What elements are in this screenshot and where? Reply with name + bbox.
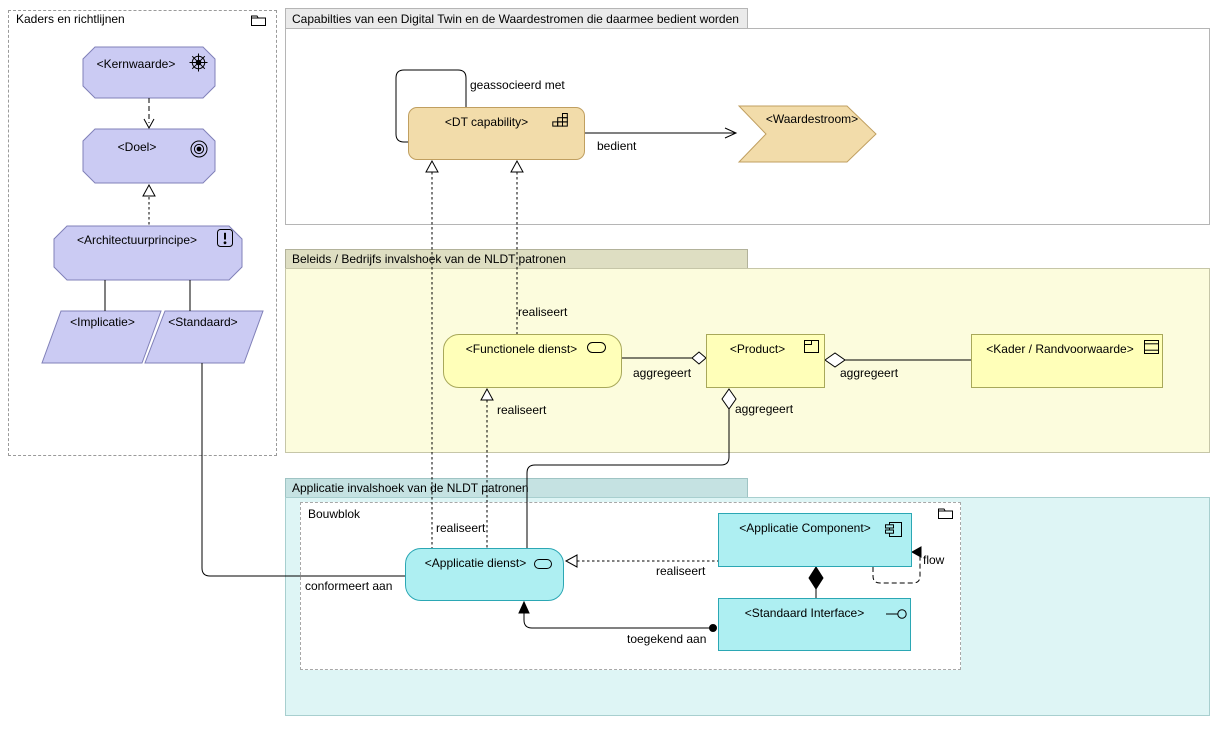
folder-icon bbox=[937, 506, 954, 523]
doel-shape[interactable] bbox=[82, 128, 216, 184]
element-kernwaarde[interactable]: <Kernwaarde> bbox=[96, 57, 176, 71]
service-pill-icon bbox=[587, 342, 606, 356]
element-architectuurprincipe[interactable]: <Architectuurprincipe> bbox=[76, 233, 198, 247]
folder-icon bbox=[250, 13, 267, 30]
relationship-conformeert-aan[interactable] bbox=[201, 363, 405, 577]
dt-capability-label: <DT capability> bbox=[444, 115, 529, 129]
label-realiseert-ad-fd[interactable]: realiseert bbox=[497, 403, 547, 417]
element-kader-randvoorwaarde[interactable]: <Kader / Randvoorwaarde> bbox=[971, 334, 1163, 388]
functionele-dienst-label: <Functionele dienst> bbox=[465, 342, 578, 356]
group-bouwblok-title: Bouwblok bbox=[308, 507, 361, 521]
architectuurprincipe-shape[interactable] bbox=[53, 225, 243, 281]
product-icon bbox=[804, 340, 819, 356]
relationship-toegekend-aan[interactable] bbox=[518, 600, 717, 632]
element-functionele-dienst[interactable]: <Functionele dienst> bbox=[443, 334, 622, 388]
element-applicatie-dienst[interactable]: <Applicatie dienst> bbox=[405, 548, 564, 601]
label-flow[interactable]: flow bbox=[923, 553, 945, 567]
group-capabilities-title: Capabilties van een Digital Twin en de W… bbox=[292, 11, 739, 26]
relationship-realiseert-fd-dt[interactable] bbox=[510, 159, 524, 334]
label-aggregeert-product-ad[interactable]: aggregeert bbox=[735, 402, 794, 416]
element-standaard[interactable]: <Standaard> bbox=[168, 315, 238, 329]
element-applicatie-component[interactable]: <Applicatie Component> bbox=[718, 513, 912, 567]
relationship-influence-kernwaarde-doel[interactable] bbox=[143, 98, 155, 130]
element-doel[interactable]: <Doel> bbox=[117, 140, 157, 154]
goal-bullseye-icon bbox=[189, 139, 209, 162]
label-geassocieerd-met[interactable]: geassocieerd met bbox=[470, 78, 565, 92]
standaard-shape[interactable] bbox=[144, 310, 264, 364]
capability-stairs-icon bbox=[552, 113, 568, 130]
label-aggregeert-fd-product[interactable]: aggregeert bbox=[633, 366, 692, 380]
group-kaders-title: Kaders en richtlijnen bbox=[16, 12, 125, 26]
relationship-aggregeert-product-ad[interactable] bbox=[526, 388, 737, 548]
label-realiseert-ac-ad[interactable]: realiseert bbox=[656, 564, 706, 578]
relationship-aggregeert-fd-product[interactable] bbox=[622, 351, 707, 365]
group-applicatie-title: Applicatie invalshoek van de NLDT patron… bbox=[292, 481, 529, 495]
implicatie-shape[interactable] bbox=[41, 310, 162, 364]
principle-exclamation-icon bbox=[217, 229, 233, 250]
relationship-composition-ac-si[interactable] bbox=[808, 566, 824, 598]
interface-lollipop-icon bbox=[886, 608, 907, 623]
kader-label: <Kader / Randvoorwaarde> bbox=[986, 342, 1134, 356]
component-icon bbox=[885, 522, 902, 540]
service-pill-icon bbox=[534, 558, 552, 572]
relationship-flow-loop[interactable] bbox=[872, 546, 922, 584]
element-product[interactable]: <Product> bbox=[706, 334, 825, 388]
driver-wheel-icon bbox=[188, 52, 209, 76]
applicatie-dienst-label: <Applicatie dienst> bbox=[424, 556, 527, 570]
element-standaard-interface[interactable]: <Standaard Interface> bbox=[718, 598, 911, 651]
relationship-bedient[interactable] bbox=[585, 127, 738, 139]
product-label: <Product> bbox=[729, 342, 786, 356]
element-dt-capability[interactable]: <DT capability> bbox=[408, 107, 585, 160]
label-conformeert-aan[interactable]: conformeert aan bbox=[305, 579, 393, 593]
relationship-realization-principe-doel[interactable] bbox=[142, 183, 156, 226]
standaard-interface-label: <Standaard Interface> bbox=[744, 606, 865, 620]
waardestroom-shape[interactable] bbox=[737, 105, 877, 163]
relationship-aggregeert-kader-product[interactable] bbox=[824, 352, 971, 368]
label-toegekend-aan[interactable]: toegekend aan bbox=[627, 632, 707, 646]
group-capabilities-header[interactable]: Capabilties van een Digital Twin en de W… bbox=[285, 8, 748, 29]
label-realiseert-fd-dt[interactable]: realiseert bbox=[518, 305, 568, 319]
label-aggregeert-kader-product[interactable]: aggregeert bbox=[840, 366, 899, 380]
contract-icon bbox=[1144, 340, 1159, 357]
relationship-geassocieerd-met-loop[interactable] bbox=[395, 69, 467, 143]
label-bedient[interactable]: bedient bbox=[597, 139, 637, 153]
element-implicatie[interactable]: <Implicatie> bbox=[70, 315, 135, 329]
relationship-realiseert-ad-fd[interactable] bbox=[480, 387, 494, 548]
element-waardestroom[interactable]: <Waardestroom> bbox=[765, 112, 859, 126]
applicatie-component-label: <Applicatie Component> bbox=[739, 521, 871, 535]
label-realiseert-ad-dt[interactable]: realiseert bbox=[436, 521, 486, 535]
relationship-realiseert-ad-dt[interactable] bbox=[425, 159, 439, 548]
kernwaarde-shape[interactable] bbox=[82, 46, 216, 99]
group-beleid-title: Beleids / Bedrijfs invalshoek van de NLD… bbox=[292, 252, 566, 266]
relationship-realiseert-ac-ad[interactable] bbox=[564, 554, 718, 568]
